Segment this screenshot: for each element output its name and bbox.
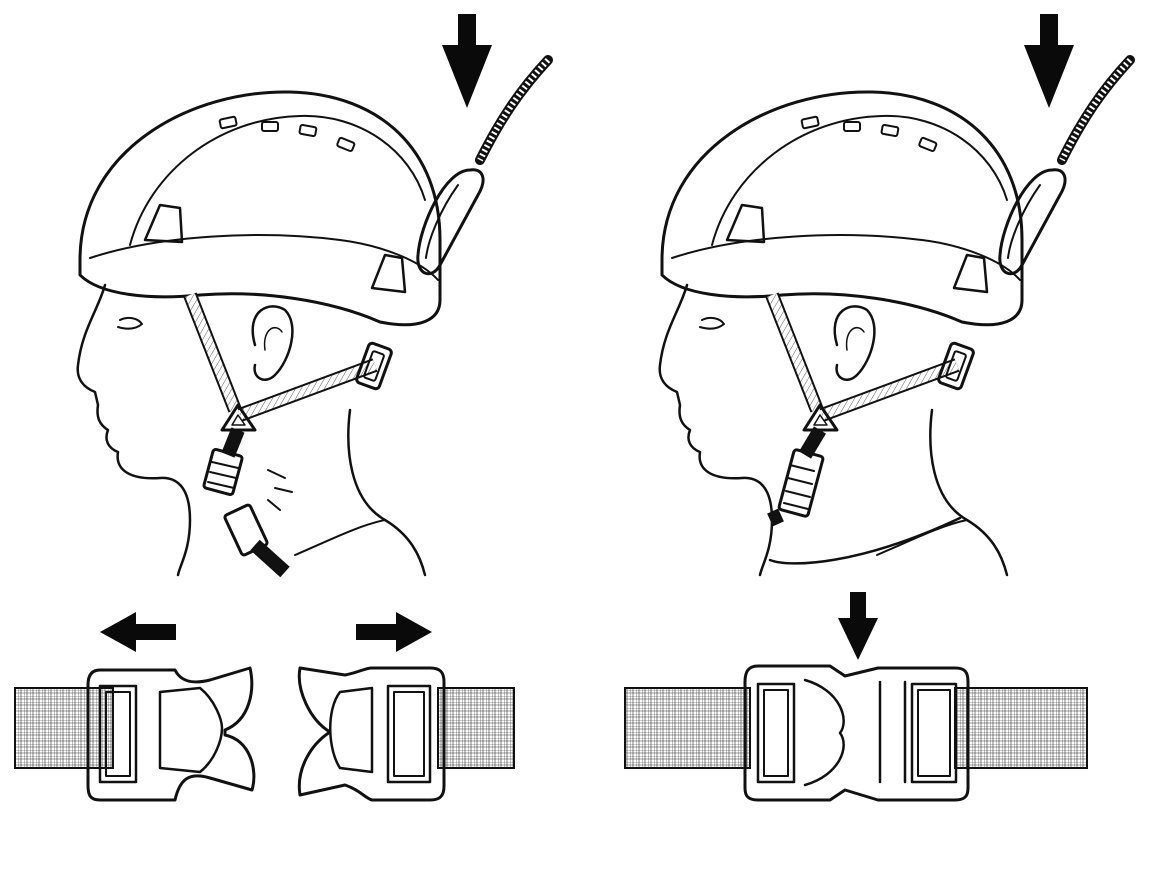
left-arrow-icon [100,612,176,652]
down-arrow-icon [442,14,492,108]
strap-buckle-open [14,612,515,802]
webbing-right [437,687,515,769]
left-panel [14,14,548,802]
down-arrow-icon [1024,14,1074,108]
right-panel [624,14,1130,802]
right-arrow-icon [356,612,432,652]
helmet-head-left [78,60,548,575]
chin-strap-buckle-closed [767,426,962,565]
strap-buckle-closed [624,592,1088,802]
helmet-head-right [660,60,1130,575]
webbing-left [624,687,751,769]
webbing-left [14,687,114,769]
down-arrow-icon [838,592,878,660]
webbing-right [954,687,1088,769]
chin-strap-buckle-open [202,427,293,578]
